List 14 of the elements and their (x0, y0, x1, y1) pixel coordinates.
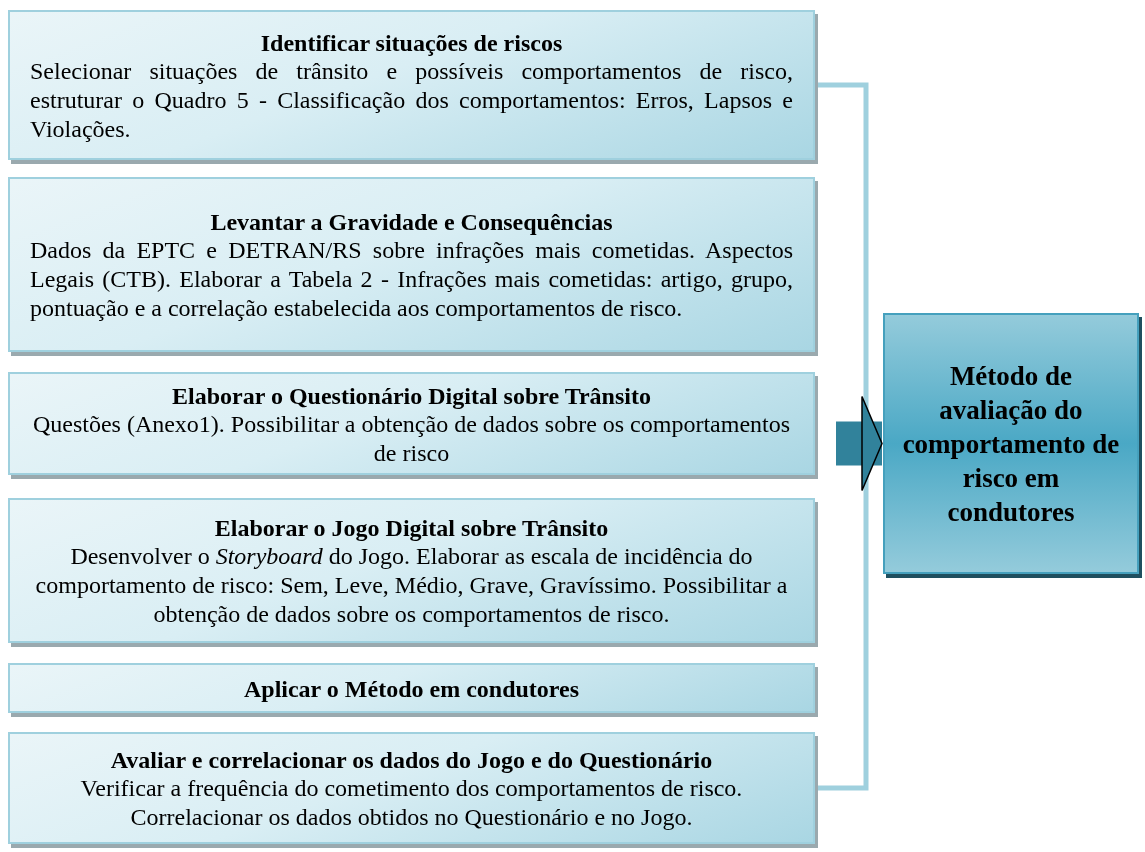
step-title: Levantar a Gravidade e Consequências (209, 208, 614, 236)
step-description: Desenvolver o Storyboard do Jogo. Elaborar as escala de incidência do comportamento de risco: Sem, Leve, Médio, Grave, Gravíssimo. Possibilitar a obtenção de dados sobre os comportamentos de risco. (34, 542, 789, 629)
result-title: Método de avaliação do comportamento de risco em condutores (901, 359, 1121, 529)
step-title: Avaliar e correlacionar os dados do Jogo e do Questionário (109, 746, 714, 774)
step-title: Identificar situações de riscos (259, 28, 564, 57)
step-title: Elaborar o Questionário Digital sobre Trânsito (171, 381, 652, 410)
step-description: Verificar a frequência do cometimento dos comportamentos de risco. Correlacionar os dados obtidos no Questionário e no Jogo. (79, 774, 744, 832)
step-title: Elaborar o Jogo Digital sobre Trânsito (213, 514, 610, 542)
step-description: Questões (Anexo1). Possibilitar a obtenção de dados sobre os comportamentos de risco (31, 409, 792, 468)
step-title: Aplicar o Método em condutores (242, 675, 581, 703)
step-description: Selecionar situações de trânsito e possíveis comportamentos de risco, estruturar o Quadro 5 - Classificação dos comportamentos: Erros, Lapsos e Violações. (30, 56, 793, 144)
step-description: Dados da EPTC e DETRAN/RS sobre infrações mais cometidas. Aspectos Legais (CTB). Elaborar a Tabela 2 - Infrações mais cometidas: artigo, grupo, pontuação e a correlação estabelecida aos comportamentos de risco. (30, 236, 793, 323)
bracket-line (815, 82, 869, 791)
block-arrow (836, 395, 883, 492)
